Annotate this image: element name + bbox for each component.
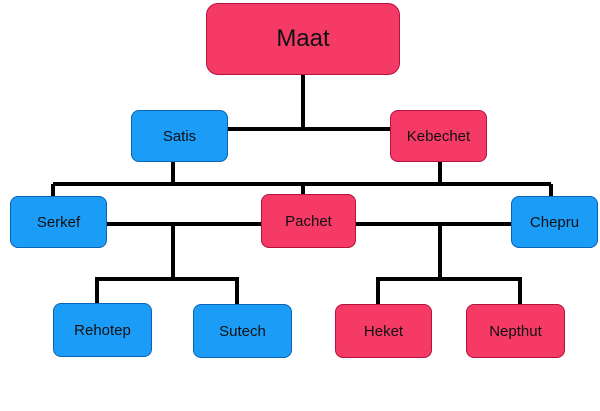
node-nepthut: Nepthut xyxy=(466,304,565,358)
node-rehotep: Rehotep xyxy=(53,303,152,357)
node-heket: Heket xyxy=(335,304,432,358)
node-pachet: Pachet xyxy=(261,194,356,248)
node-kebechet: Kebechet xyxy=(390,110,487,162)
node-satis: Satis xyxy=(131,110,228,162)
node-chepru: Chepru xyxy=(511,196,598,248)
node-serkef: Serkef xyxy=(10,196,107,248)
node-maat: Maat xyxy=(206,3,400,75)
node-sutech: Sutech xyxy=(193,304,292,358)
